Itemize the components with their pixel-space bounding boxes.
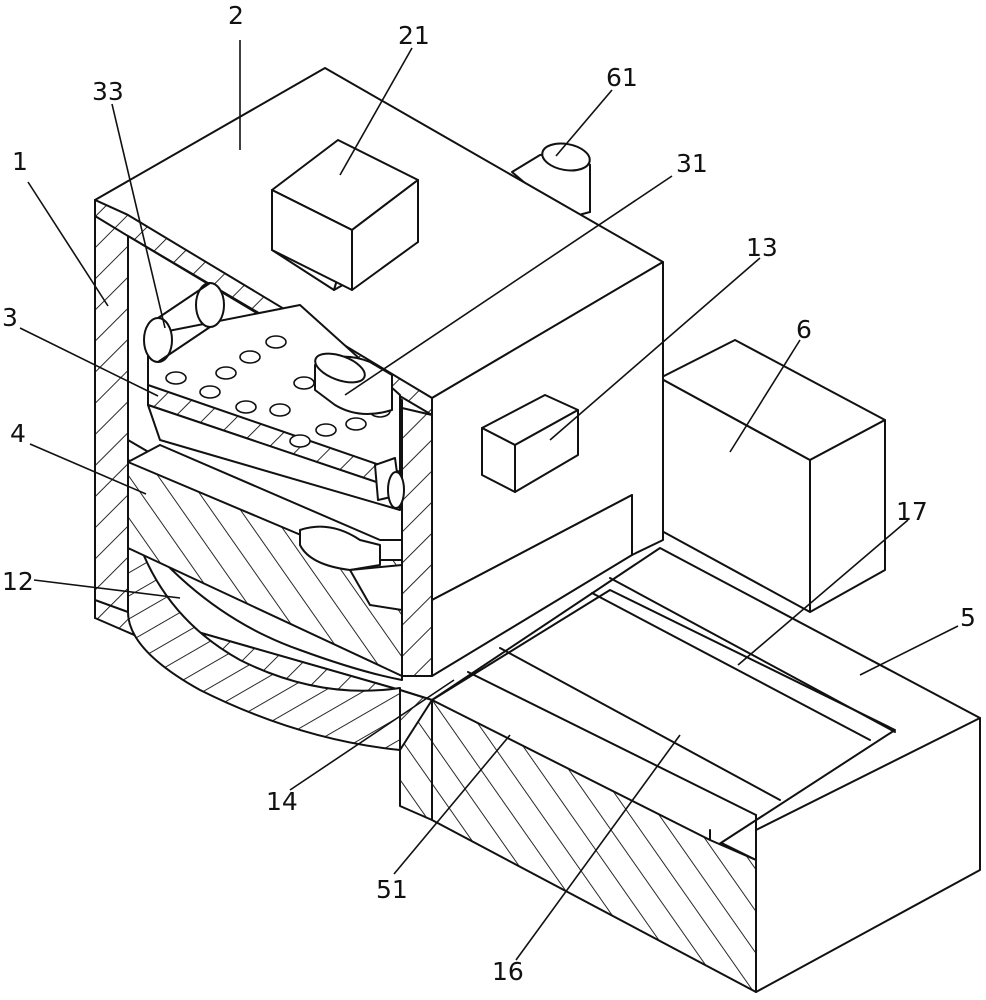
rollers-33 <box>143 282 225 363</box>
label-51: 51 <box>376 875 408 904</box>
label-6: 6 <box>796 315 812 344</box>
label-3: 3 <box>2 303 18 332</box>
label-4: 4 <box>10 419 26 448</box>
leader-lines <box>19 40 959 961</box>
reference-labels: 1 2 3 4 12 21 33 31 61 13 6 17 5 14 51 1… <box>2 1 976 986</box>
label-21: 21 <box>398 21 430 50</box>
label-12: 12 <box>2 567 34 596</box>
label-16: 16 <box>492 957 524 986</box>
box-13 <box>481 394 579 493</box>
label-17: 17 <box>896 497 928 526</box>
label-61: 61 <box>606 63 638 92</box>
cube-21 <box>271 139 419 291</box>
label-31: 31 <box>676 149 708 178</box>
label-13: 13 <box>746 233 778 262</box>
label-2: 2 <box>228 1 244 30</box>
label-1: 1 <box>12 147 28 176</box>
label-33: 33 <box>92 77 124 106</box>
label-5: 5 <box>960 603 976 632</box>
plate-3 <box>147 304 405 511</box>
press-block-4 <box>127 444 403 677</box>
cylinder-61 <box>511 142 591 221</box>
label-14: 14 <box>266 787 298 816</box>
cylinder-31 <box>314 352 393 415</box>
rear-box-6 <box>659 339 886 613</box>
base-tray-5 <box>399 547 981 993</box>
